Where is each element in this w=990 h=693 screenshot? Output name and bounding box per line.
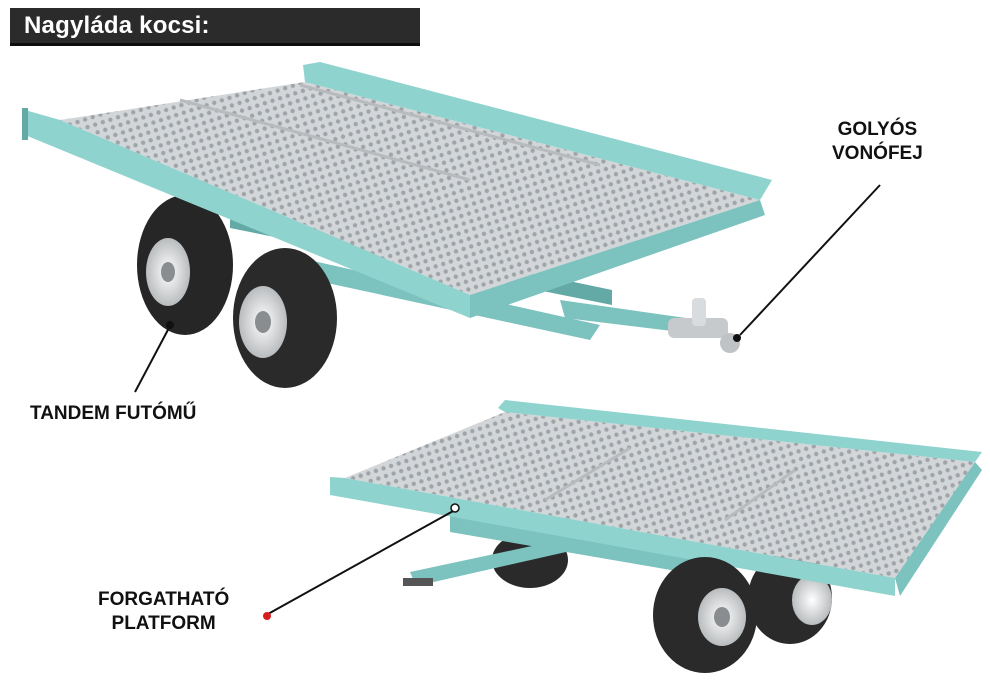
- side-wall: [303, 62, 772, 200]
- label-platform-line2: PLATFORM: [111, 613, 216, 634]
- frame-rail-side: [470, 200, 765, 318]
- mesh-deck-bottom: [345, 412, 975, 578]
- trailer-top: [22, 62, 772, 388]
- wheel-top-front: [233, 248, 337, 388]
- trailer-bottom: [330, 400, 982, 673]
- drawbar-bottom: [410, 540, 566, 586]
- callout-line-axle: [134, 325, 171, 393]
- turntable-frame: [450, 515, 700, 575]
- frame-rail-front: [25, 110, 470, 318]
- label-platform-line1: FORGATHATÓ: [98, 589, 230, 610]
- label-tandem-axle: TANDEM FUTÓMŰ: [30, 403, 197, 424]
- label-rotating-platform: FORGATHATÓ PLATFORM: [98, 588, 229, 636]
- frame-rail-bottom-front: [330, 477, 895, 596]
- wheel-bottom-front: [653, 557, 757, 673]
- label-ball-hitch: GOLYÓS VONÓFEJ: [832, 118, 923, 166]
- label-ball-hitch-line1: GOLYÓS: [837, 119, 918, 140]
- side-wall-bottom: [498, 400, 982, 462]
- ball-hitch: [668, 298, 740, 353]
- callout-dot-red: [263, 612, 271, 620]
- title-banner: Nagyláda kocsi:: [10, 8, 420, 46]
- callout-dot-platform: [450, 503, 460, 513]
- callout-dot-axle: [166, 321, 174, 329]
- page-title: Nagyláda kocsi:: [24, 12, 210, 39]
- callout-line-platform: [267, 509, 456, 615]
- callout-dot-hitch: [733, 334, 741, 342]
- label-ball-hitch-line2: VONÓFEJ: [832, 143, 923, 164]
- callout-line-hitch: [739, 184, 881, 336]
- mesh-deck: [60, 82, 760, 295]
- wheel-top-rear: [137, 195, 233, 335]
